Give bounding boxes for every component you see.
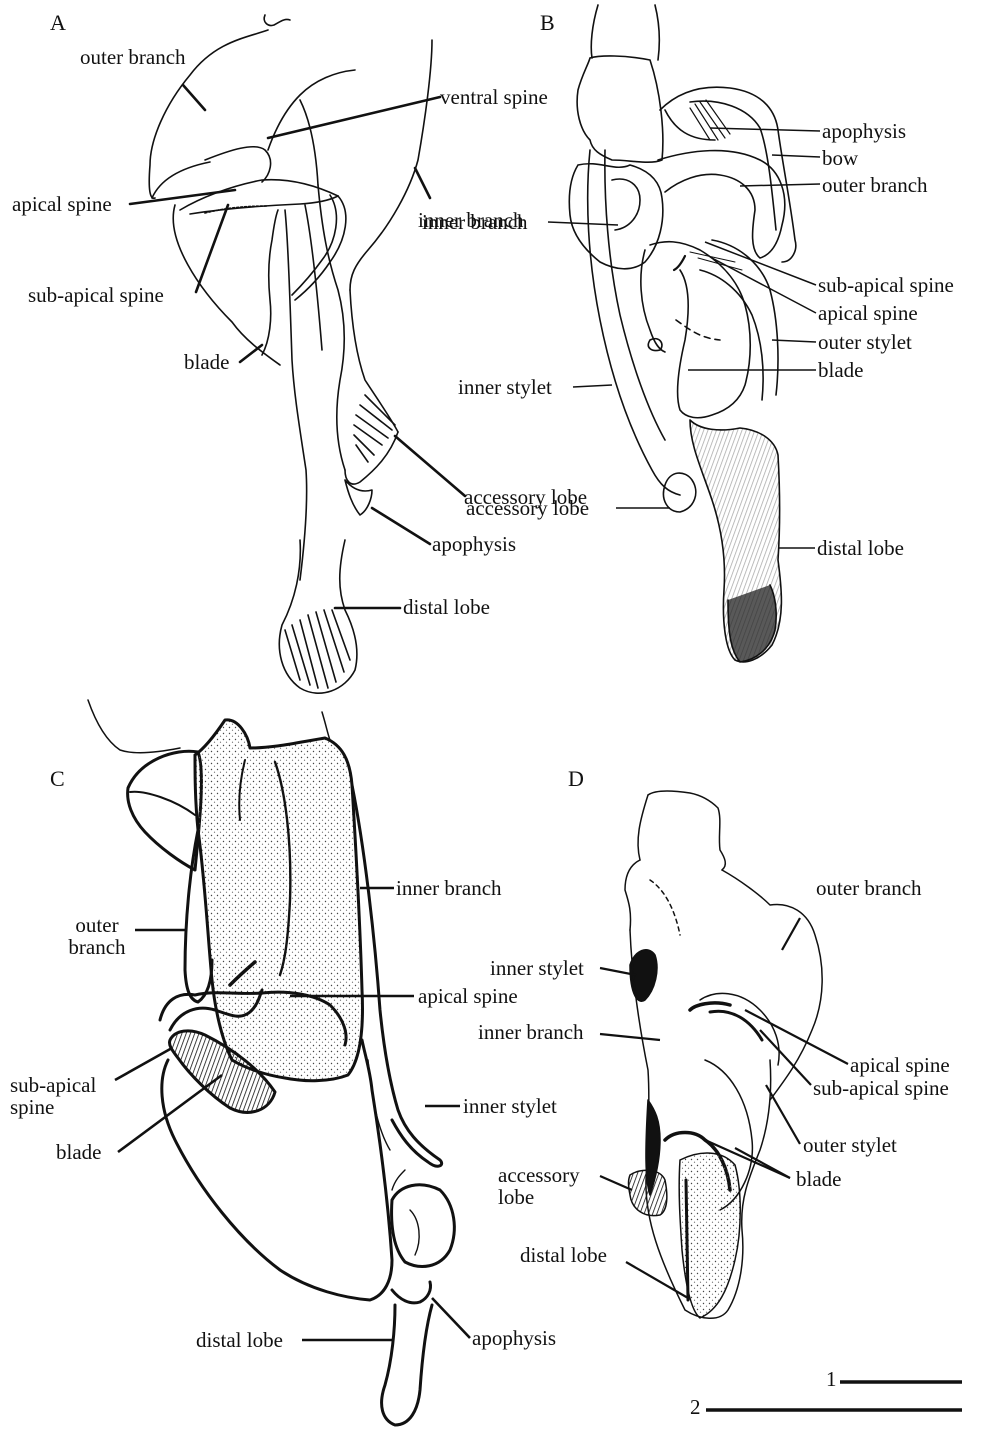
panel-d-drawing [625,791,822,1318]
panel-label-c: C [50,768,65,790]
b-apophysis-label: apophysis [822,120,906,142]
c-sub-apical-spine-label: sub-apical spine [10,1074,96,1118]
c-inner-stylet-label: inner stylet [463,1095,557,1117]
b-apical-spine-label: apical spine [818,302,918,324]
panel-a-leaders [130,85,465,608]
a-blade-label: blade [184,351,229,373]
b-accessory-lobe-label: accessory lobe [466,497,589,519]
a-distal-lobe-label: distal lobe [403,596,490,618]
d-accessory-lobe-label: accessory lobe [498,1164,580,1208]
scale-bar-1-label: 1 [826,1368,837,1390]
a-apical-spine-label: apical spine [12,193,112,215]
c-apical-spine-label: apical spine [418,985,518,1007]
b-sub-apical-spine-label: sub-apical spine [818,274,954,296]
a-outer-branch-label: outer branch [80,46,186,68]
b-outer-stylet-label: outer stylet [818,331,912,353]
d-distal-lobe-label: distal lobe [520,1244,607,1266]
d-inner-branch-label: inner branch [478,1021,584,1043]
d-outer-branch-label: outer branch [816,877,922,899]
b-inner-stylet-label: inner stylet [458,376,552,398]
a-sub-apical-spine-label: sub-apical spine [28,284,164,306]
b-outer-branch-label: outer branch [822,174,928,196]
c-inner-branch-label: inner branch [396,877,502,899]
d-inner-stylet-label: inner stylet [490,957,584,979]
panel-b-drawing [569,5,795,662]
b-blade-label: blade [818,359,863,381]
a-apophysis-label: apophysis [432,533,516,555]
panel-label-a: A [50,12,66,34]
a-ventral-spine-label: ventral spine [440,86,548,108]
c-blade-label: blade [56,1141,101,1163]
panel-c-drawing [88,700,454,1425]
b-distal-lobe-label: distal lobe [817,537,904,559]
c-apophysis-label: apophysis [472,1327,556,1349]
c-distal-lobe-label: distal lobe [196,1329,283,1351]
c-outer-branch-label: outer branch [62,914,132,958]
d-sub-apical-spine-label: sub-apical spine [813,1077,949,1099]
scale-bar-2-label: 2 [690,1396,701,1418]
d-apical-spine-label: apical spine [850,1054,950,1076]
b-bow-label: bow [822,147,858,169]
d-outer-stylet-label: outer stylet [803,1134,897,1156]
b-inner-branch-label: inner branch [422,211,528,233]
d-blade-label: blade [796,1168,841,1190]
panel-label-b: B [540,12,555,34]
panel-label-d: D [568,768,584,790]
